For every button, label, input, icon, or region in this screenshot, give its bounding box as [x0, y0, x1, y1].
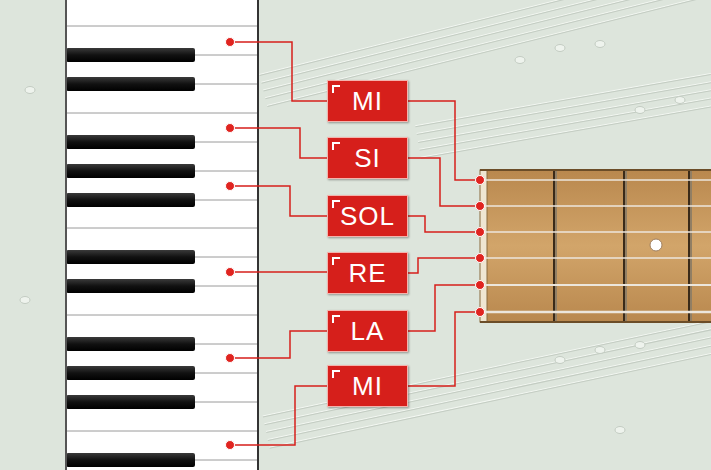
note-name: MI: [352, 373, 383, 399]
key-separators: [66, 26, 258, 460]
note-label-box: SOL: [327, 195, 408, 237]
piano-edge: [257, 0, 259, 470]
piano-edge: [65, 0, 67, 470]
leader-lines: [230, 42, 480, 445]
key-and-string-dots: [226, 38, 485, 450]
black-keys: [66, 48, 195, 467]
frets: [553, 170, 692, 322]
note-name: SOL: [340, 203, 395, 229]
guitar-fretboard: [480, 170, 711, 322]
note-label-box: MI: [327, 365, 408, 407]
note-label-box: RE: [327, 252, 408, 294]
inlay-dot: [650, 239, 662, 251]
note-label-box: LA: [327, 310, 408, 352]
fretboard-wood: [480, 170, 711, 322]
note-name: LA: [351, 318, 385, 344]
note-name: MI: [352, 88, 383, 114]
nut: [480, 170, 487, 322]
note-name: RE: [348, 260, 386, 286]
note-label-box: MI: [327, 80, 408, 122]
note-name: SI: [354, 145, 381, 171]
note-label-box: SI: [327, 137, 408, 179]
strings: [480, 180, 711, 312]
piano-keyboard: [66, 0, 258, 470]
white-keys: [66, 0, 258, 470]
